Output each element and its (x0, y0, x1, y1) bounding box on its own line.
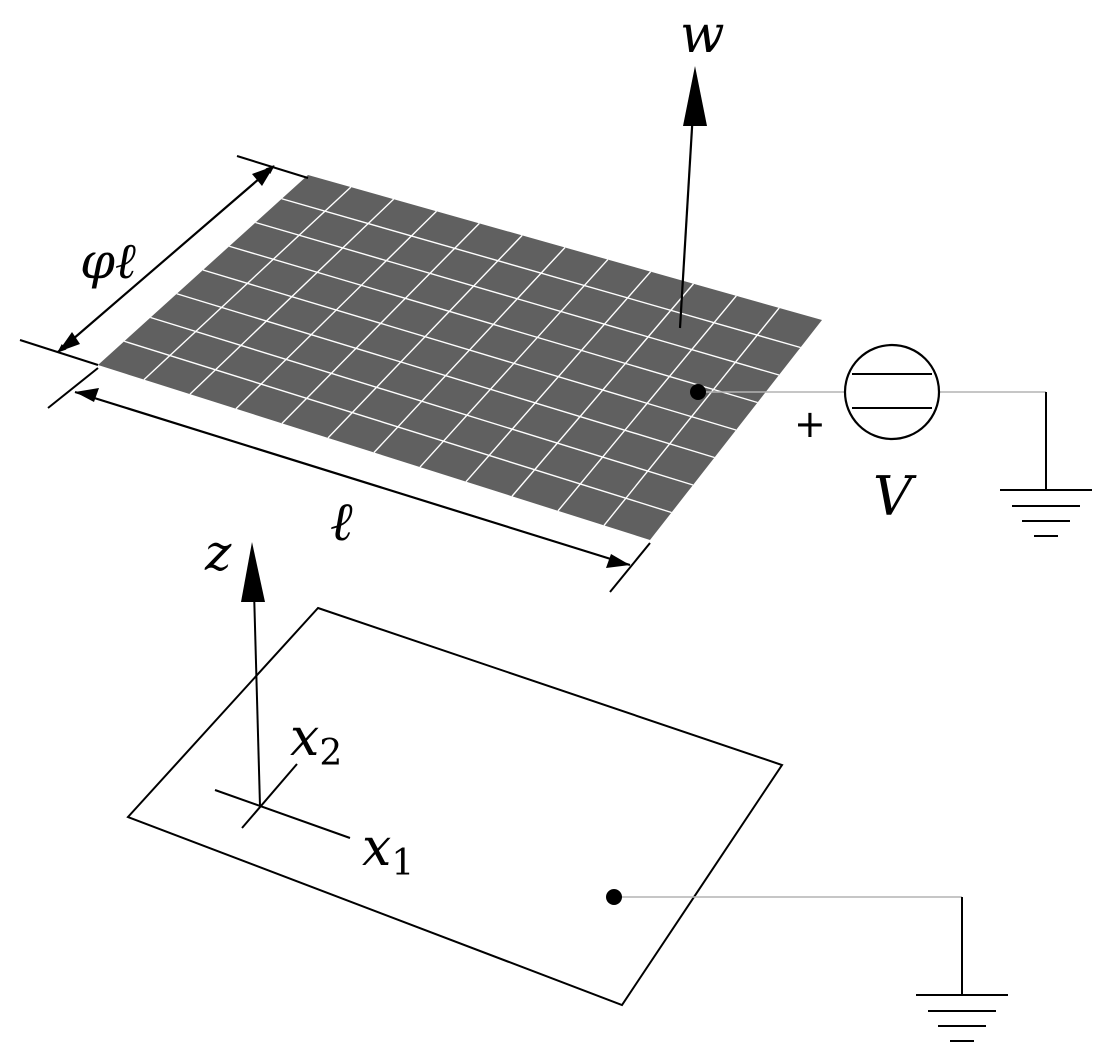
lower-circuit (606, 889, 1008, 1042)
length-dimension: ℓ (47, 367, 651, 593)
ground-icon (1000, 392, 1092, 537)
membrane-mesh (124, 186, 801, 526)
deflection-label: w (680, 5, 725, 65)
x2-axis-label: x2 (290, 708, 342, 774)
voltage-label: V (873, 465, 917, 528)
mesh-line (255, 221, 780, 376)
deflection-axis: w (678, 5, 725, 329)
ground-plate (126, 606, 784, 1007)
upper-circuit: + V (690, 343, 1092, 537)
width-label: φℓ (80, 232, 136, 290)
plus-terminal-label: + (794, 402, 826, 446)
x1-axis-label: x1 (362, 818, 414, 884)
electrode-contact-node (606, 889, 622, 905)
length-label: ℓ (330, 490, 353, 553)
membrane-plate (98, 175, 822, 540)
ground-icon (916, 897, 1008, 1042)
coordinate-axes: z x2 x1 (204, 524, 414, 884)
z-axis-label: z (204, 524, 232, 582)
membrane-contact-node (690, 384, 706, 400)
mesh-line (202, 269, 737, 431)
membrane-surface (98, 175, 822, 540)
voltage-source-icon (843, 343, 941, 441)
mesh-line (124, 340, 672, 514)
width-dimension: φℓ (19, 155, 309, 366)
mesh-line (229, 245, 758, 404)
mesh-line (281, 198, 801, 349)
